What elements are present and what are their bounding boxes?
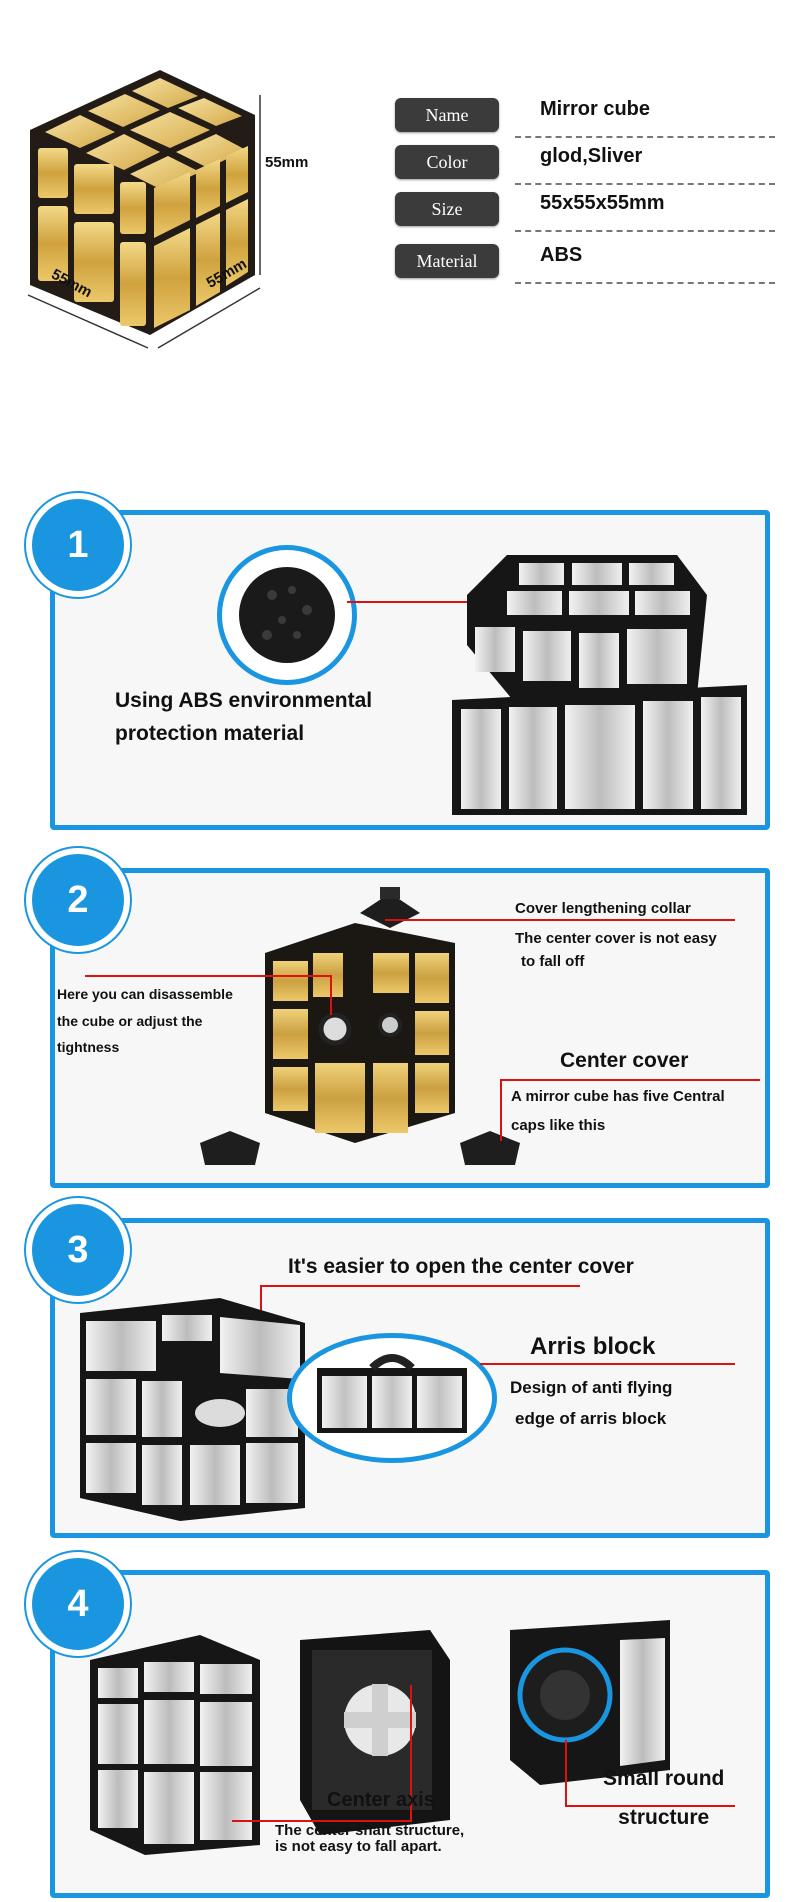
center-cover-title: Center cover — [560, 1049, 689, 1072]
spec-label: Material — [395, 244, 499, 278]
center-cap-image — [200, 1131, 260, 1165]
material-text: Using ABS environmental protection mater… — [115, 689, 373, 745]
spec-row-size: Size 55x55x55mm — [395, 190, 775, 232]
spec-row-name: Name Mirror cube — [395, 96, 775, 138]
collar-text: Cover lengthening collar — [515, 900, 691, 917]
spec-label: Color — [395, 145, 499, 179]
pointer-line — [500, 1079, 760, 1081]
spec-label: Name — [395, 98, 499, 132]
pointer-line — [260, 1285, 580, 1287]
pointer-line — [232, 1820, 412, 1822]
step-badge-1: 1 — [26, 493, 130, 597]
gold-mirror-cube-image — [27, 70, 261, 349]
pointer-line — [565, 1740, 567, 1805]
step-badge-3: 3 — [26, 1198, 130, 1302]
silver-cube-open-image — [80, 1298, 305, 1521]
center-cap-image — [460, 1131, 520, 1165]
abs-granules-image — [217, 545, 357, 685]
spec-value: glod,Sliver — [540, 145, 643, 167]
cube-structure-images — [90, 1620, 670, 1855]
small-round-structure-text: Small round structure — [603, 1767, 725, 1829]
spec-row-material: Material ABS — [395, 242, 775, 284]
collar-desc: The center cover is not easy to fall off — [515, 930, 717, 971]
open-cover-text: It's easier to open the center cover — [288, 1255, 634, 1278]
spec-label: Size — [395, 192, 499, 226]
gold-cube-open-image — [265, 923, 455, 1143]
pointer-line — [480, 1363, 735, 1365]
dashed-divider — [515, 282, 775, 284]
center-cover-desc: A mirror cube has five Central caps like… — [511, 1088, 725, 1134]
spec-area: 55mm 55mm 55mm Name Mirror cube Color gl… — [0, 0, 800, 420]
feature-panel-4: Center axis The center shaft structure, … — [50, 1570, 770, 1898]
height-dimension-label: 55mm — [265, 154, 309, 171]
feature-panel-2: Cover lengthening collar The center cove… — [50, 868, 770, 1188]
feature-panel-1: Using ABS environmental protection mater… — [50, 510, 770, 830]
center-axis-title: Center axis — [327, 1789, 435, 1811]
pointer-line — [330, 975, 332, 1015]
pointer-line — [410, 1685, 412, 1820]
silver-mirror-cube-image — [452, 555, 747, 815]
arris-block-circle-image — [287, 1333, 497, 1463]
spec-value: Mirror cube — [540, 98, 651, 120]
pointer-line — [85, 975, 330, 977]
step-badge-2: 2 — [26, 848, 130, 952]
center-cap-image — [360, 887, 420, 928]
disassemble-text: Here you can disassemble the cube or adj… — [57, 986, 233, 1056]
arris-block-desc: Design of anti flying edge of arris bloc… — [510, 1378, 673, 1428]
feature-panel-3: It's easier to open the center cover Arr… — [50, 1218, 770, 1538]
pointer-line — [347, 601, 467, 603]
dashed-divider — [515, 230, 775, 232]
spec-value: ABS — [540, 244, 583, 266]
pointer-line — [385, 919, 735, 921]
dashed-divider — [515, 136, 775, 138]
pointer-line — [565, 1805, 735, 1807]
center-axis-desc: The center shaft structure, is not easy … — [275, 1822, 465, 1855]
dashed-divider — [515, 183, 775, 185]
pointer-line — [260, 1285, 262, 1330]
spec-value: 55x55x55mm — [540, 192, 665, 214]
arris-block-title: Arris block — [530, 1333, 656, 1360]
spec-row-color: Color glod,Sliver — [395, 143, 775, 185]
step-badge-4: 4 — [26, 1552, 130, 1656]
pointer-line — [500, 1079, 502, 1141]
